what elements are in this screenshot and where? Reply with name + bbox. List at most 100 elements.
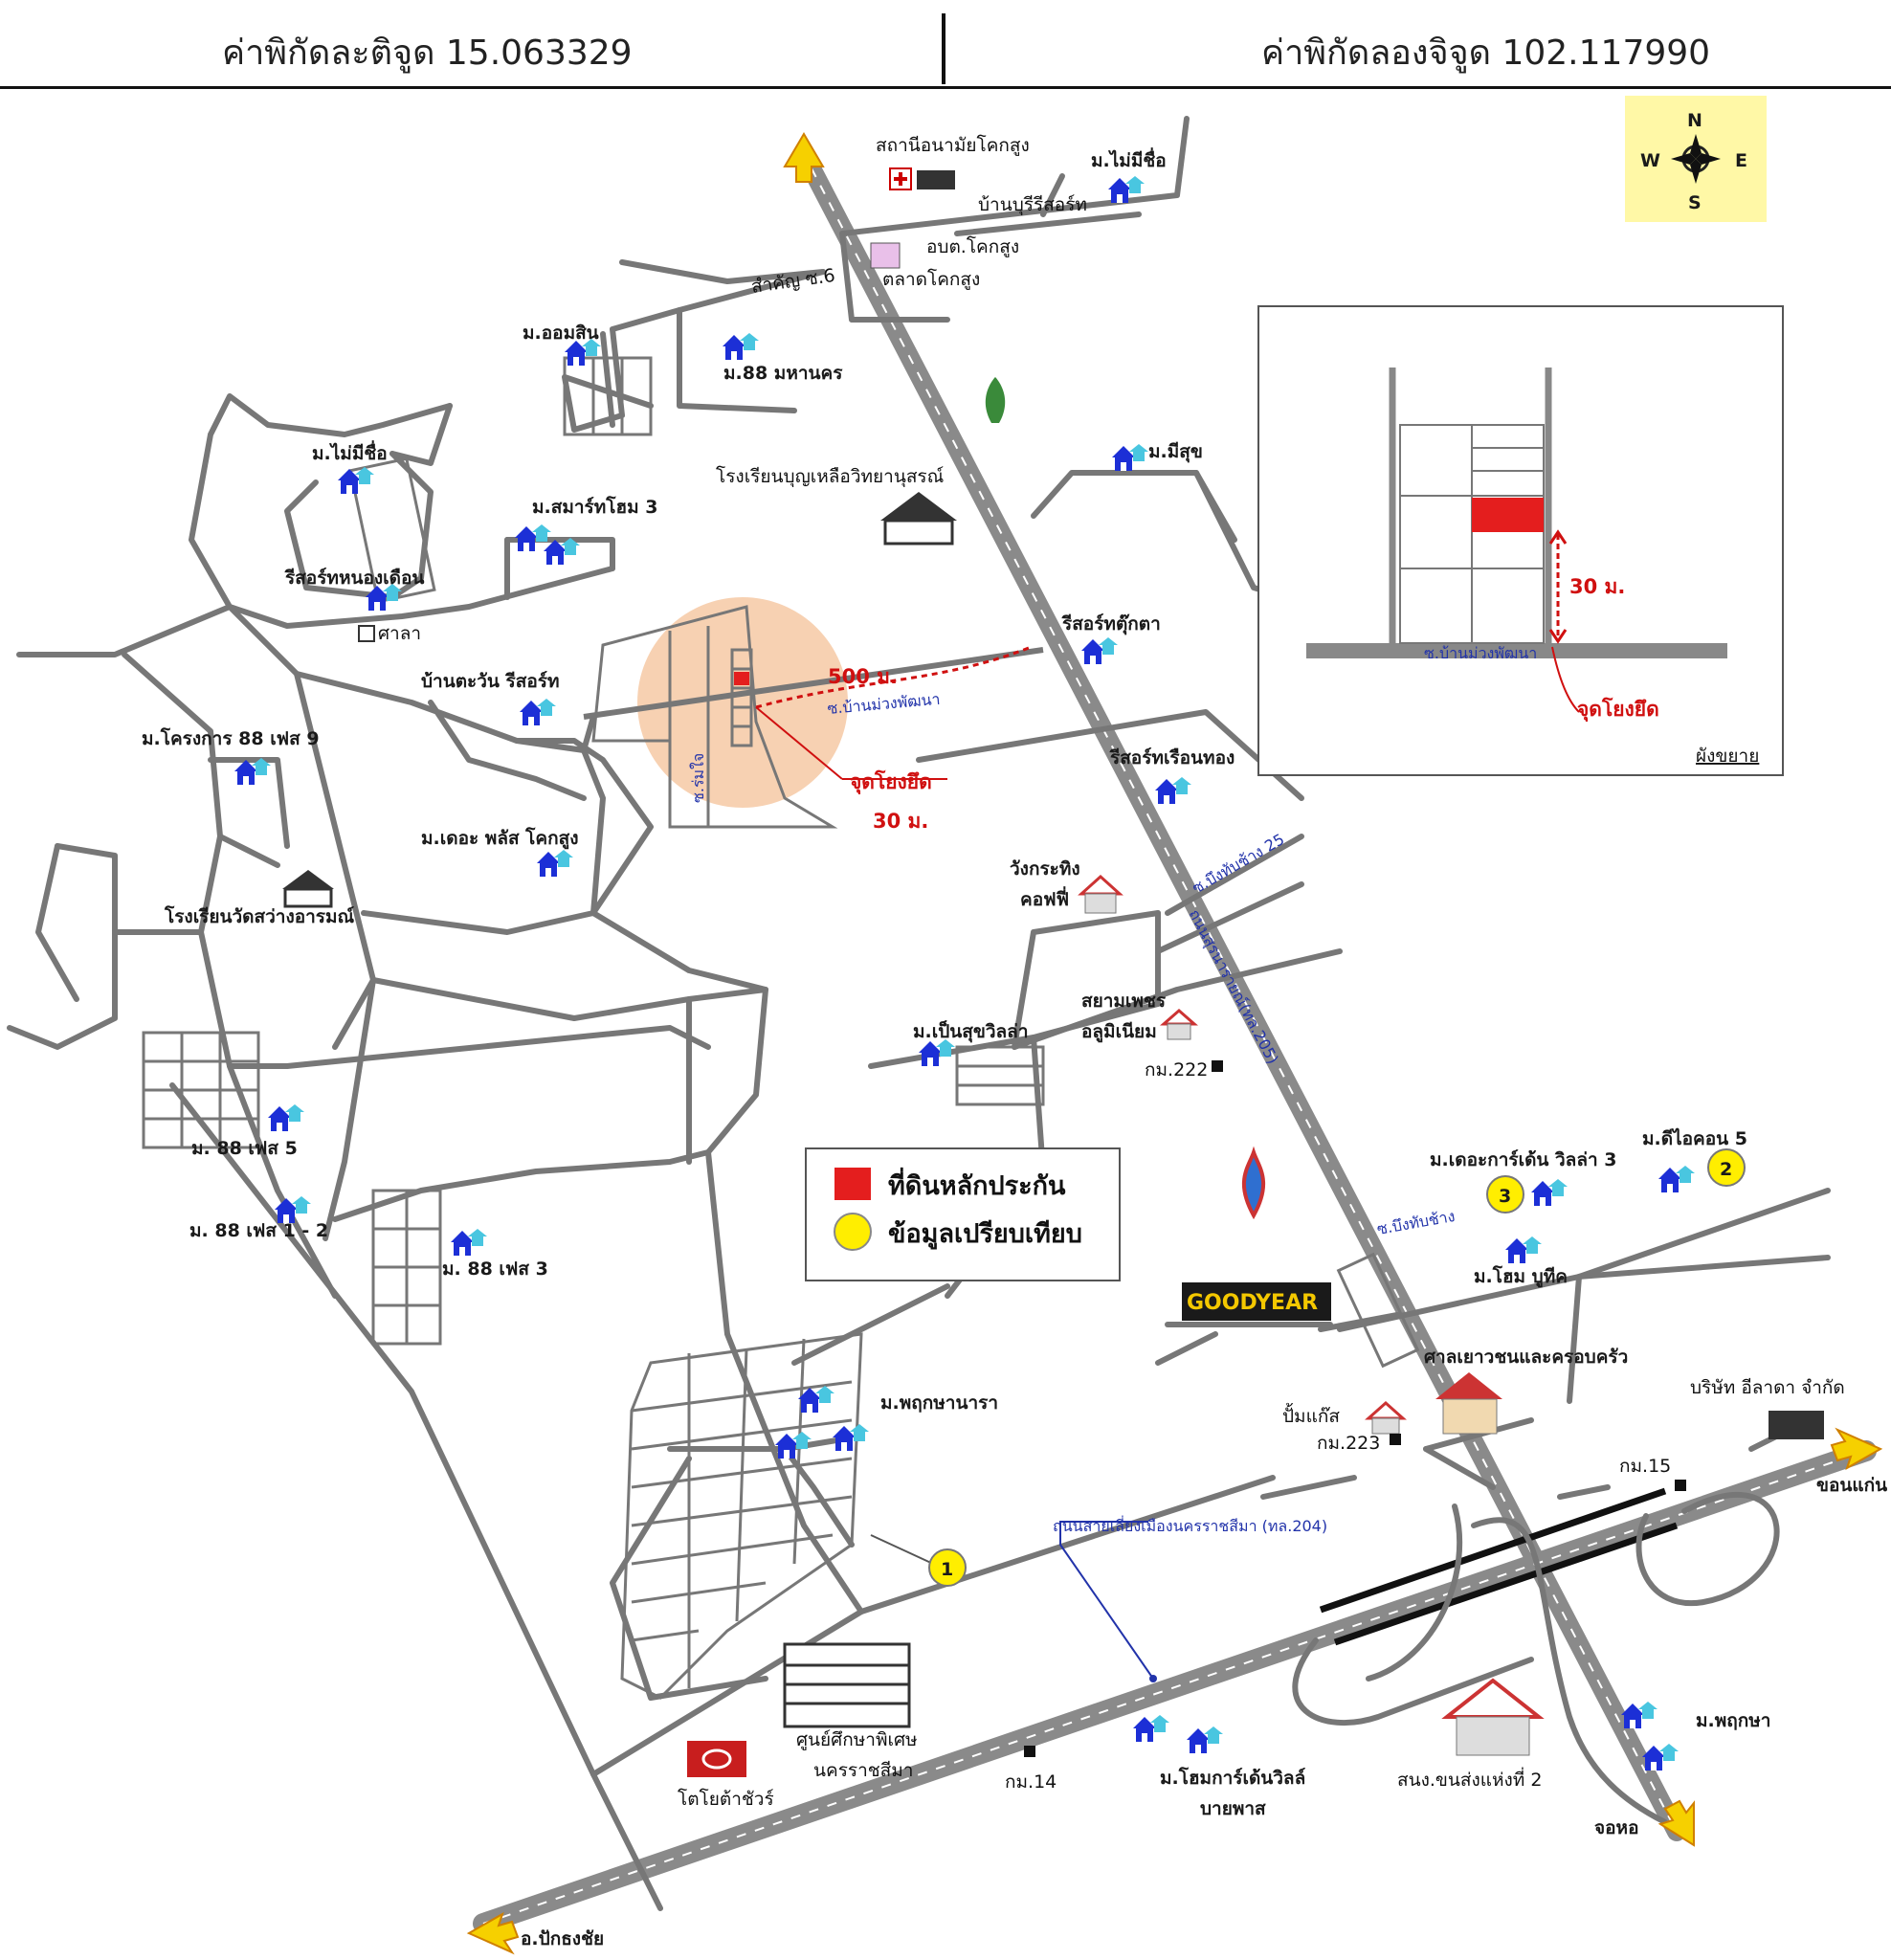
label-m-pensuk: ม.เป็นสุขวิลล่า bbox=[913, 1019, 1029, 1043]
house-icon bbox=[520, 699, 556, 725]
school-icon-2 bbox=[282, 870, 334, 889]
compass-e: E bbox=[1735, 150, 1747, 171]
house-icon bbox=[1621, 1702, 1657, 1728]
school-icon bbox=[880, 492, 957, 521]
comparison-point-1 bbox=[928, 1548, 967, 1587]
house-icon bbox=[1642, 1744, 1679, 1771]
label-m-garden-villa: ม.เดอะการ์เด้น วิลล่า 3 bbox=[1430, 1149, 1616, 1170]
landmark-icons: GOODYEAR bbox=[282, 167, 1824, 1777]
label-m-the-plus: ม.เดอะ พลัส โคกสูง bbox=[421, 827, 578, 850]
legend-red-swatch bbox=[834, 1168, 871, 1200]
house-icon bbox=[919, 1039, 955, 1066]
comparison-point-2-label: 2 bbox=[1720, 1159, 1732, 1180]
label-resort-tawan: บ้านตะวัน รีสอร์ท bbox=[421, 671, 559, 692]
ptt-station-icon bbox=[1242, 1146, 1265, 1220]
anchor-pointer bbox=[755, 706, 843, 780]
highway-204 bbox=[473, 1440, 1877, 1934]
location-map: 500 ม. จุดโยงยึด 30 ม. ซ.บ้านม่วงพัฒนา ซ… bbox=[7, 96, 1887, 1955]
house-icon bbox=[1505, 1236, 1542, 1263]
subject-plots bbox=[583, 605, 1044, 829]
interchange bbox=[1292, 1492, 1780, 1825]
house-icon bbox=[537, 850, 573, 877]
longitude-label: ค่าพิกัดลองจิจูด 102.117990 bbox=[1261, 33, 1711, 73]
inset-road: ซ.บ้านม่วงพัฒนา bbox=[1424, 644, 1537, 662]
goodyear-sign bbox=[1182, 1282, 1331, 1321]
goodyear-text: GOODYEAR bbox=[1187, 1291, 1318, 1315]
inset-anchor: จุดโยงยึด bbox=[1577, 697, 1659, 723]
km-marker-icon bbox=[1675, 1480, 1686, 1491]
distance-30-label: 30 ม. bbox=[873, 810, 928, 833]
label-m-88-1-2: ม. 88 เฟส 1 - 2 bbox=[189, 1220, 328, 1241]
label-resort-ruenthong: รีสอร์ทเรือนทอง bbox=[1109, 747, 1235, 768]
compass-s: S bbox=[1688, 192, 1702, 213]
inset-title: ผังขยาย bbox=[1696, 746, 1759, 767]
house-icon bbox=[1531, 1179, 1568, 1206]
label-siam-phet: สยามเพชร bbox=[1081, 991, 1167, 1012]
label-km15: กม.15 bbox=[1619, 1456, 1671, 1477]
label-m-aomsin: ม.ออมสิน bbox=[523, 323, 599, 344]
house-icon bbox=[798, 1386, 834, 1413]
house-icon bbox=[451, 1229, 487, 1256]
toyota-icon bbox=[687, 1741, 746, 1777]
label-m-88-5: ม. 88 เฟส 5 bbox=[191, 1138, 298, 1159]
coordinates-header: ค่าพิกัดละติจูด 15.063329 ค่าพิกัดลองจิจ… bbox=[0, 0, 1891, 89]
distance-500-arrow bbox=[755, 646, 1030, 709]
overpass-upper bbox=[1319, 1487, 1667, 1614]
km-marker-icon bbox=[1212, 1060, 1223, 1072]
label-m-d-icon: ม.ดีไอคอน 5 bbox=[1642, 1127, 1747, 1149]
label-bypass: ถนนสายเลี่ยงเมืองนครราชสีมา (ทล.204) bbox=[1053, 1515, 1327, 1535]
legend-yellow-swatch bbox=[834, 1213, 872, 1251]
subject-buffer-circle bbox=[637, 597, 848, 808]
comparison-point-3 bbox=[1486, 1175, 1524, 1214]
building-icon bbox=[1078, 874, 1123, 896]
building-icon-2 bbox=[1160, 1009, 1198, 1026]
direction-arrows bbox=[466, 132, 1883, 1955]
court-icon bbox=[1435, 1372, 1502, 1399]
house-icon bbox=[775, 1432, 812, 1459]
label-aluminium: อลูมิเนียม bbox=[1081, 1021, 1157, 1043]
label-johor: จอหอ bbox=[1594, 1817, 1638, 1838]
house-icon bbox=[833, 1424, 869, 1451]
arrow-east-icon bbox=[1830, 1427, 1883, 1471]
label-special-edu-1: ศูนย์ศึกษาพิเศษ bbox=[796, 1729, 918, 1750]
office-building-icon bbox=[917, 170, 955, 189]
label-school-bunlue: โรงเรียนบุญเหลือวิทยานุสรณ์ bbox=[716, 465, 944, 488]
gas-shop-icon bbox=[1365, 1400, 1407, 1420]
label-special-edu-2: นครราชสีมา bbox=[813, 1760, 913, 1781]
label-obt: อบต.โคกสูง bbox=[926, 235, 1019, 257]
comparison-point-2 bbox=[1707, 1148, 1746, 1187]
subject-parcel bbox=[734, 672, 749, 685]
company-building-icon bbox=[1769, 1411, 1824, 1439]
house-icon bbox=[515, 524, 551, 551]
km-marker-icon bbox=[1390, 1434, 1401, 1445]
label-health: สถานีอนามัยโคกสูง bbox=[876, 134, 1030, 156]
comparison-points: 1 2 3 bbox=[870, 1148, 1746, 1587]
label-transport: สนง.ขนส่งแห่งที่ 2 bbox=[1397, 1767, 1542, 1791]
house-icon bbox=[338, 467, 374, 494]
bypass-pointer bbox=[1059, 1521, 1154, 1680]
label-coffee: คอฟฟี่ bbox=[1020, 886, 1069, 910]
label-juvenile-court: ศาลเยาวชนและครอบครัว bbox=[1424, 1347, 1628, 1368]
label-m-smart-home: ม.สมาร์ทโฮม 3 bbox=[532, 496, 657, 518]
comparison-point-1-label: 1 bbox=[941, 1559, 953, 1580]
label-m-project-88-9: ม.โครงการ 88 เฟส 9 bbox=[142, 727, 320, 749]
overpass-lower bbox=[1333, 1522, 1679, 1646]
gas-station-icon bbox=[985, 377, 1006, 423]
label-soi-bueng: ซ.บึงทับช้าง bbox=[1375, 1207, 1456, 1238]
label-m-home-garden-1: ม.โฮมการ์เด้นวิลล์ bbox=[1160, 1767, 1305, 1789]
comparison-point-3-label: 3 bbox=[1499, 1186, 1511, 1207]
label-toyota: โตโยต้าชัวร์ bbox=[678, 1788, 774, 1810]
label-company: บริษัท อีลาดา จำกัด bbox=[1690, 1377, 1845, 1398]
label-khonkaen: ขอนแก่น bbox=[1816, 1475, 1887, 1496]
legend: ที่ดินหลักประกัน ข้อมูลเปรียบเทียบ bbox=[805, 1147, 1121, 1281]
arrow-north-icon bbox=[783, 132, 825, 183]
inset-map: 30 ม. ซ.บ้านม่วงพัฒนา จุดโยงยึด ผังขยาย bbox=[1257, 305, 1784, 776]
house-icon bbox=[268, 1104, 304, 1131]
compass-w: W bbox=[1640, 150, 1660, 171]
house-icon bbox=[1155, 777, 1191, 804]
label-m-pruksa-nara: ม.พฤกษานารา bbox=[880, 1392, 998, 1414]
house-icon bbox=[723, 333, 759, 360]
inset-subject-parcel bbox=[1472, 498, 1544, 532]
label-m-pruksa: ม.พฤกษา bbox=[1696, 1710, 1770, 1731]
label-km223: กม.223 bbox=[1317, 1433, 1380, 1454]
